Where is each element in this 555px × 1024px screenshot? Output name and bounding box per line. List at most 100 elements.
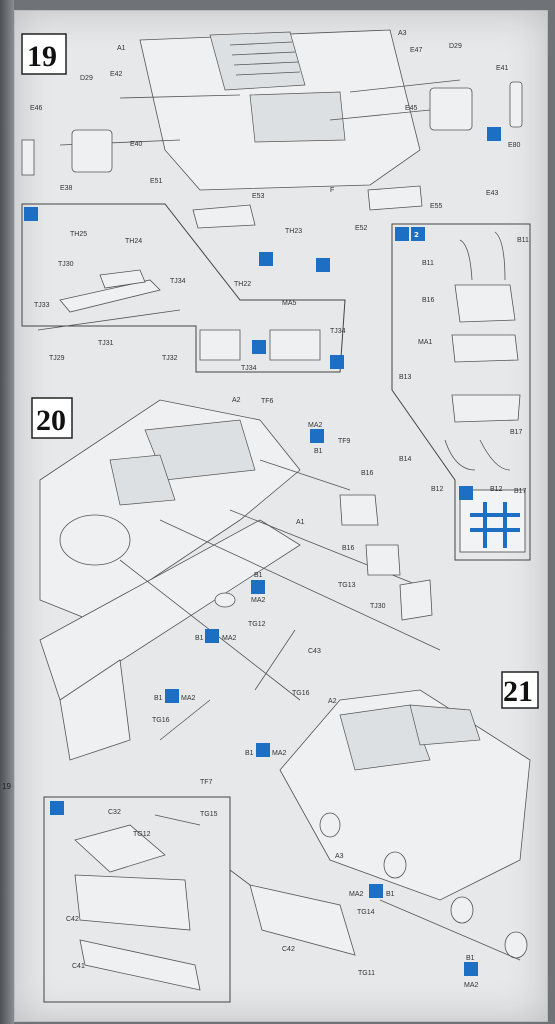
part-label: E46 [30, 105, 43, 112]
part-label: TJ34 [241, 365, 257, 372]
paint-b-icon-3 [487, 127, 501, 141]
part-label: B16 [422, 297, 435, 304]
part-label: E51 [150, 178, 163, 185]
part-label: TF9 [338, 438, 351, 445]
part-label: TJ30 [370, 603, 386, 610]
part-label: TF6 [261, 398, 274, 405]
part-label: MA2 [272, 750, 287, 757]
part-label: A2 [232, 397, 241, 404]
inset-pointer-line [229, 869, 251, 886]
strap-diagram [470, 502, 520, 548]
part-label: C41 [72, 963, 85, 970]
part-label: F [330, 187, 334, 194]
binding-spine: 19 [0, 0, 14, 1024]
paint-b-icon-9 [256, 743, 270, 757]
part-label: MA2 [251, 597, 266, 604]
step-21-number: 21 [503, 675, 533, 708]
step-20-hull [39, 399, 441, 761]
part-label: TG15 [200, 811, 218, 818]
part-label: TG12 [248, 621, 266, 628]
part-label: B11 [422, 260, 434, 267]
part-label: B1 [386, 891, 395, 898]
part-label: TG16 [152, 717, 170, 724]
toolbox-inset-frame [43, 796, 231, 1003]
part-label: C42 [282, 946, 295, 953]
paint-b-icon-11 [464, 962, 478, 976]
part-label: TG14 [357, 909, 375, 916]
part-label: B1 [466, 955, 475, 962]
part-label: MA1 [418, 339, 433, 346]
part-label: D29 [80, 75, 93, 82]
step-21-hull [279, 689, 531, 961]
part-label: MA2 [349, 891, 364, 898]
step-count-badge-text: 2 [414, 231, 419, 239]
part-label: E47 [410, 47, 423, 54]
jerrycan-inset-frame [391, 223, 531, 561]
part-label: E43 [486, 190, 499, 197]
step-20-parts [159, 494, 433, 741]
part-label: TH24 [125, 238, 142, 245]
part-label: B1 [245, 750, 254, 757]
part-label: TH22 [234, 281, 251, 288]
part-label: E41 [496, 65, 509, 72]
part-labels: A1 A3 E47 D29 D29 E42 E41 E46 E45 E40 E8… [30, 30, 529, 989]
step-19-inset-frame [21, 203, 346, 373]
part-label: A2 [328, 698, 337, 705]
part-label: A3 [335, 853, 344, 860]
paint-b-icon-10 [369, 884, 383, 898]
part-label: B11 [517, 237, 529, 244]
glue-icon-3 [316, 258, 330, 272]
part-label: B1 [154, 695, 163, 702]
step-count-badge [411, 227, 425, 241]
part-label: TJ34 [170, 278, 186, 285]
step-19-number: 19 [27, 40, 57, 73]
paint-b-icon-8 [165, 689, 179, 703]
part-label: B1 [254, 572, 263, 579]
part-label: TH25 [70, 231, 87, 238]
part-label: MA2 [464, 982, 479, 989]
step-19-box [21, 33, 67, 75]
part-label: E42 [110, 71, 123, 78]
part-label: TJ33 [34, 302, 50, 309]
part-label: TH23 [285, 228, 302, 235]
paint-b-icon-2 [252, 340, 266, 354]
part-label: B16 [361, 470, 374, 477]
step-20-number: 20 [36, 404, 66, 437]
part-label: B12 [490, 486, 503, 493]
part-label: TJ34 [330, 328, 346, 335]
paint-b-icon-6 [251, 580, 265, 594]
part-label: D29 [449, 43, 462, 50]
previous-page-number: 19 [2, 782, 11, 791]
part-label: E55 [430, 203, 443, 210]
jerrycan-parts [444, 231, 521, 471]
part-label: B14 [399, 456, 412, 463]
part-label: E53 [252, 193, 265, 200]
glue-icon-5 [50, 801, 64, 815]
part-label: TG16 [292, 690, 310, 697]
part-label: E40 [130, 141, 143, 148]
part-label: B1 [195, 635, 204, 642]
jerrycan-detail-box [459, 489, 526, 553]
part-label: B1 [314, 448, 323, 455]
glue-icon-2 [330, 355, 344, 369]
glue-icon-4 [395, 227, 409, 241]
part-label: B12 [431, 486, 444, 493]
part-label: E80 [508, 142, 521, 149]
part-label: TF7 [200, 779, 213, 786]
part-label: E52 [355, 225, 368, 232]
paint-b-icon-5 [310, 429, 324, 443]
toolbox-parts [74, 814, 356, 991]
part-label: C42 [66, 916, 79, 923]
part-label: TG13 [338, 582, 356, 589]
part-label: MA2 [308, 422, 323, 429]
paint-b-icon-7 [205, 629, 219, 643]
part-label: B17 [514, 488, 527, 495]
paint-b-icon [259, 252, 273, 266]
part-label: B17 [510, 429, 523, 436]
step-21-box [501, 671, 539, 709]
part-label: A1 [296, 519, 305, 526]
part-label: MA2 [181, 695, 196, 702]
part-label: A1 [117, 45, 126, 52]
part-label: TG11 [358, 970, 375, 977]
